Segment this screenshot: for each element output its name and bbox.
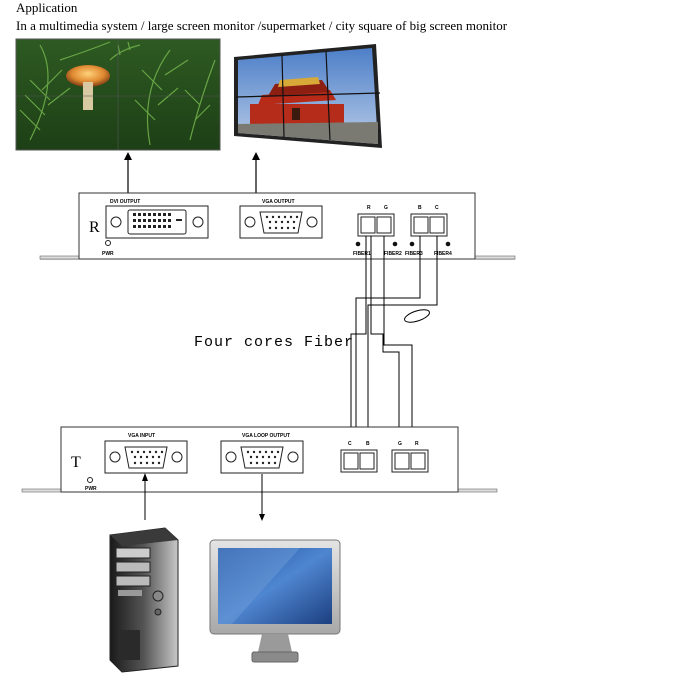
transmitter-port-label-c: C	[348, 441, 352, 447]
receiver-port-label-b: B	[418, 205, 422, 211]
mushroom-cap	[66, 65, 110, 87]
receiver-fiber-port-1-2	[357, 213, 395, 237]
transmitter-pwr-label: PWR	[85, 486, 97, 492]
receiver-fiber-port-3-4	[410, 213, 448, 237]
vga-loop-output-port	[220, 440, 304, 474]
fiber1-label: FIBER1	[353, 251, 371, 257]
large-screen-fern-image	[15, 38, 221, 151]
page-title: Application	[16, 0, 78, 15]
receiver-port-label-c: C	[435, 205, 439, 211]
computer-tower-icon	[109, 527, 179, 673]
transmitter-power-led	[87, 477, 93, 483]
receiver-pwr-label: PWR	[102, 251, 114, 257]
fiber3-led	[409, 241, 415, 247]
fiber3-label: FIBER3	[405, 251, 423, 257]
transmitter-letter: T	[71, 454, 81, 471]
transmitter-fiber-port-g-r	[391, 449, 429, 473]
transmitter-port-label-b: B	[366, 441, 370, 447]
receiver-port-label-r: R	[367, 205, 371, 211]
fiber-cable-bundle	[350, 236, 438, 452]
dvi-output-port	[105, 205, 209, 239]
fiber-label: Four cores Fiber	[194, 334, 354, 351]
fiber2-led	[392, 241, 398, 247]
vga-loop-output-label: VGA LOOP OUTPUT	[242, 433, 290, 439]
receiver-unit: R DVI OUTPUT VGA OUTPUT	[39, 192, 516, 260]
vga-output-label: VGA OUTPUT	[262, 199, 295, 205]
fiber2-label: FIBER2	[384, 251, 402, 257]
vga-loop-to-monitor-arrowhead	[259, 514, 265, 521]
pc-to-vga-input-arrowhead	[142, 473, 148, 481]
vga-input-port	[104, 440, 188, 474]
vga-output-port	[239, 205, 323, 239]
dvi-output-label: DVI OUTPUT	[110, 199, 140, 205]
dvi-output-arrowhead	[124, 152, 132, 160]
transmitter-port-label-r: R	[415, 441, 419, 447]
video-wall-image	[234, 44, 382, 148]
transmitter-fiber-port-c-b	[340, 449, 378, 473]
receiver-power-led	[105, 240, 111, 246]
fiber4-led	[445, 241, 451, 247]
receiver-port-label-g: G	[384, 205, 388, 211]
transmitter-unit: T VGA INPUT VGA LOOP OUTPUT	[21, 426, 498, 493]
lcd-monitor-icon	[209, 539, 341, 663]
receiver-letter: R	[89, 219, 100, 236]
fiber4-label: FIBER4	[434, 251, 452, 257]
vga-output-arrowhead	[252, 152, 260, 160]
fiber1-led	[355, 241, 361, 247]
transmitter-port-label-g: G	[398, 441, 402, 447]
page-subtitle: In a multimedia system / large screen mo…	[16, 18, 508, 33]
vga-input-label: VGA INPUT	[128, 433, 155, 439]
